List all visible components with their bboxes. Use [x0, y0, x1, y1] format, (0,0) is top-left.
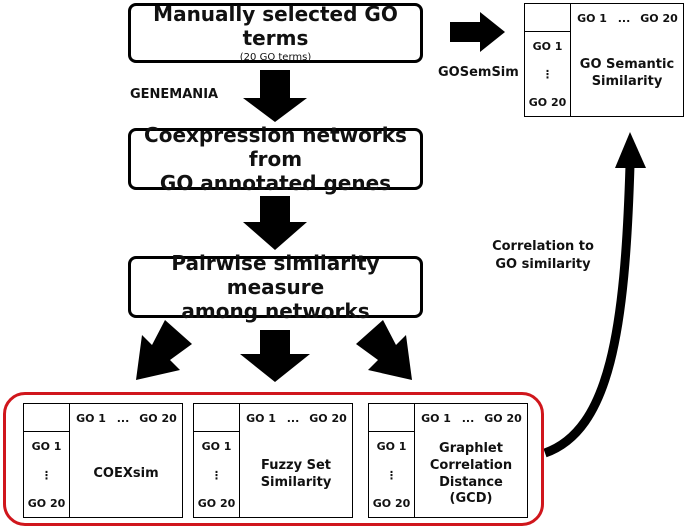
matrix-gcd-title: Graphlet Correlation Distance (GCD) [415, 432, 527, 517]
box-go-terms-title: Manually selected GO terms [153, 2, 398, 50]
label-correlation-line1: Correlation to [492, 239, 594, 254]
matrix-corner [525, 4, 571, 32]
box-coexpression: Coexpression networks from GO annotated … [128, 123, 423, 195]
matrix-go-semantic: GO 1 ... GO 20 GO 1 ⋮ GO 20 GO Semantic … [524, 3, 684, 117]
matrix-corner [24, 404, 70, 432]
fuzzy-line1: Fuzzy Set [260, 457, 331, 473]
matrix-fuzzy-title: Fuzzy Set Similarity [240, 432, 352, 517]
row-header-last: GO 20 [525, 88, 571, 116]
col-header-first: GO 1 [76, 411, 106, 425]
coexsim-line1: COEXsim [93, 466, 159, 482]
arrow-to-coexsim [136, 320, 192, 380]
matrix-fuzzy: GO 1 ... GO 20 GO 1 ⋮ GO 20 Fuzzy Set Si… [193, 403, 353, 518]
go-semantic-line2: Similarity [591, 74, 663, 89]
box-go-terms: Manually selected GO terms (20 GO terms) [128, 2, 423, 63]
label-correlation: Correlation to GO similarity [478, 238, 608, 273]
col-header-last: GO 20 [640, 11, 678, 25]
row-header-first: GO 1 [194, 432, 240, 461]
matrix-coexsim: GO 1 ... GO 20 GO 1 ⋮ GO 20 COEXsim [23, 403, 183, 518]
row-header-ellipsis: ⋮ [194, 461, 240, 489]
arrow-to-pairwise [243, 196, 307, 250]
col-header-last: GO 20 [309, 411, 347, 425]
arrow-to-fuzzy [240, 330, 310, 382]
row-header-ellipsis: ⋮ [369, 461, 415, 489]
box-pairwise-line2: among networks [181, 299, 370, 323]
gcd-line1: Graphlet [439, 440, 503, 456]
row-header-ellipsis: ⋮ [24, 461, 70, 489]
matrix-corner [369, 404, 415, 432]
row-header-first: GO 1 [525, 32, 571, 60]
col-header-first: GO 1 [246, 411, 276, 425]
label-genemania: GENEMANIA [130, 87, 219, 102]
col-header-ellipsis: ... [286, 411, 300, 425]
fuzzy-line2: Similarity [260, 474, 332, 490]
gcd-line4: (GCD) [449, 491, 493, 507]
col-header-ellipsis: ... [116, 411, 130, 425]
arrow-gosemsim [450, 12, 505, 52]
arrow-correlation-head [615, 132, 646, 168]
label-correlation-line2: GO similarity [495, 256, 591, 272]
gcd-line2: Correlation [429, 457, 513, 473]
box-pairwise-line1: Pairwise similarity measure [171, 251, 380, 299]
matrix-go-semantic-title: GO Semantic Similarity [571, 32, 683, 116]
row-header-last: GO 20 [24, 489, 70, 517]
row-header-last: GO 20 [369, 489, 415, 517]
arrow-correlation [543, 164, 635, 458]
col-header-first: GO 1 [577, 11, 607, 25]
box-pairwise: Pairwise similarity measure among networ… [128, 251, 423, 323]
col-header-last: GO 20 [139, 411, 177, 425]
label-gosemsim: GOSemSim [438, 65, 519, 80]
arrow-genemania [243, 70, 307, 122]
row-header-last: GO 20 [194, 489, 240, 517]
gcd-line3: Distance [439, 474, 503, 490]
results-frame [3, 392, 544, 526]
row-header-ellipsis: ⋮ [525, 60, 571, 88]
col-header-ellipsis: ... [461, 411, 475, 425]
row-header-first: GO 1 [369, 432, 415, 461]
col-header-ellipsis: ... [617, 11, 631, 25]
box-coexpression-line1: Coexpression networks from [144, 123, 407, 171]
go-semantic-line1: GO Semantic [579, 57, 675, 73]
box-go-terms-subtitle: (20 GO terms) [239, 52, 312, 63]
col-header-last: GO 20 [484, 411, 522, 425]
arrow-to-gcd [356, 320, 412, 380]
row-header-first: GO 1 [24, 432, 70, 461]
box-coexpression-line2: GO annotated genes [159, 171, 392, 195]
matrix-gcd: GO 1 ... GO 20 GO 1 ⋮ GO 20 Graphlet Cor… [368, 403, 528, 518]
matrix-coexsim-title: COEXsim [70, 432, 182, 517]
col-header-first: GO 1 [421, 411, 451, 425]
matrix-corner [194, 404, 240, 432]
